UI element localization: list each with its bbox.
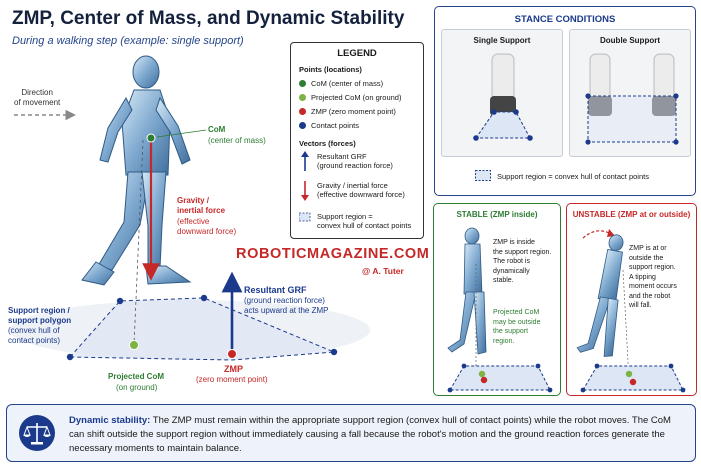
legend-item-grf: Resultant GRF (ground reaction force) xyxy=(317,152,393,170)
direction-label: Direction of movement xyxy=(14,88,61,107)
robot-figure xyxy=(81,55,192,286)
robot-figure xyxy=(576,234,624,357)
support-subtitle: (convex hull of contact points) xyxy=(8,326,61,345)
contact-point xyxy=(116,297,124,305)
page-title: ZMP, Center of Mass, and Dynamic Stabili… xyxy=(12,8,405,29)
unstable-diagram xyxy=(576,229,686,393)
double-support-diagram xyxy=(585,53,679,145)
stable-title: STABLE (ZMP inside) xyxy=(456,210,538,219)
stable-card: STABLE (ZMP inside) ZMP is inside the su… xyxy=(433,203,561,396)
gravity-subtitle: (effective downward force) xyxy=(177,217,237,236)
footer-heading: Dynamic stability: xyxy=(69,415,151,426)
contact-point xyxy=(330,348,338,356)
support-title: Support region / support polygon xyxy=(8,306,72,325)
single-support-diagram xyxy=(473,53,533,141)
stance-note: Support region = convex hull of contact … xyxy=(497,172,649,181)
legend-item-contact: Contact points xyxy=(299,121,359,130)
com-projection-line xyxy=(133,139,144,346)
legend-vectors-header: Vectors (forces) xyxy=(299,139,356,148)
green-dot-icon xyxy=(299,80,306,87)
com-point xyxy=(146,133,156,143)
projected-com-title: Projected CoM xyxy=(108,372,165,381)
unstable-title: UNSTABLE (ZMP at or outside) xyxy=(572,210,691,219)
watermark: ROBOTICMAGAZINE.COM xyxy=(236,246,430,262)
lightgreen-dot-icon xyxy=(299,94,306,101)
zmp-point xyxy=(227,349,237,359)
com-subtitle: (center of mass) xyxy=(208,136,266,145)
credit: @ A. Tuter xyxy=(362,266,404,276)
region-swatch-icon xyxy=(475,170,491,181)
zmp-subtitle: (zero moment point) xyxy=(196,375,268,384)
single-support-panel: Single Support xyxy=(441,29,563,157)
grf-title: Resultant GRF xyxy=(244,285,307,295)
legend-points-header: Points (locations) xyxy=(299,65,362,74)
legend-item-com: CoM (center of mass) xyxy=(299,79,383,88)
stable-note: Projected CoM may be outside the support… xyxy=(493,309,541,345)
legend-item-gravity: Gravity / inertial force (effective down… xyxy=(317,181,405,199)
grf-subtitle: (ground reaction force) acts upward at t… xyxy=(244,296,329,315)
com-title: CoM xyxy=(208,125,226,134)
legend-vector-icons xyxy=(299,151,311,222)
projected-com-subtitle: (on ground) xyxy=(116,383,158,392)
legend-box: LEGEND Points (locations) CoM (center of… xyxy=(290,42,424,239)
contact-point xyxy=(200,294,208,302)
stance-conditions-box: STANCE CONDITIONS Single Support Double … xyxy=(434,6,696,196)
region-swatch-icon xyxy=(299,212,311,222)
com-leader xyxy=(156,129,207,138)
unstable-text: ZMP is at or outside the support region.… xyxy=(629,245,677,309)
projected-com-point xyxy=(129,340,139,350)
legend-item-region: Support region = convex hull of contact … xyxy=(317,212,412,230)
footer-box: Dynamic stability: The ZMP must remain w… xyxy=(6,404,696,462)
legend-title: LEGEND xyxy=(337,48,377,59)
unstable-card: UNSTABLE (ZMP at or outside) ZMP is at o… xyxy=(566,203,697,396)
legend-item-zmp: ZMP (zero moment point) xyxy=(299,107,396,116)
page-subtitle: During a walking step (example: single s… xyxy=(12,35,244,47)
double-support-title: Double Support xyxy=(600,36,660,45)
double-support-panel: Double Support xyxy=(569,29,691,157)
stable-text: ZMP is inside the support region. The ro… xyxy=(493,239,552,284)
stable-diagram xyxy=(447,227,553,393)
red-dot-icon xyxy=(299,108,306,115)
single-support-title: Single Support xyxy=(473,36,531,45)
zmp-title: ZMP xyxy=(224,364,243,374)
footer-text: Dynamic stability: The ZMP must remain w… xyxy=(69,414,685,456)
stance-title: STANCE CONDITIONS xyxy=(514,14,616,25)
blue-dot-icon xyxy=(299,122,306,129)
balance-scale-icon xyxy=(19,415,55,451)
contact-point xyxy=(66,353,74,361)
robot-figure xyxy=(447,227,487,355)
gravity-title: Gravity / inertial force xyxy=(177,196,226,215)
footer-body: The ZMP must remain within the appropria… xyxy=(69,415,671,454)
legend-item-projected: Projected CoM (on ground) xyxy=(299,93,401,102)
